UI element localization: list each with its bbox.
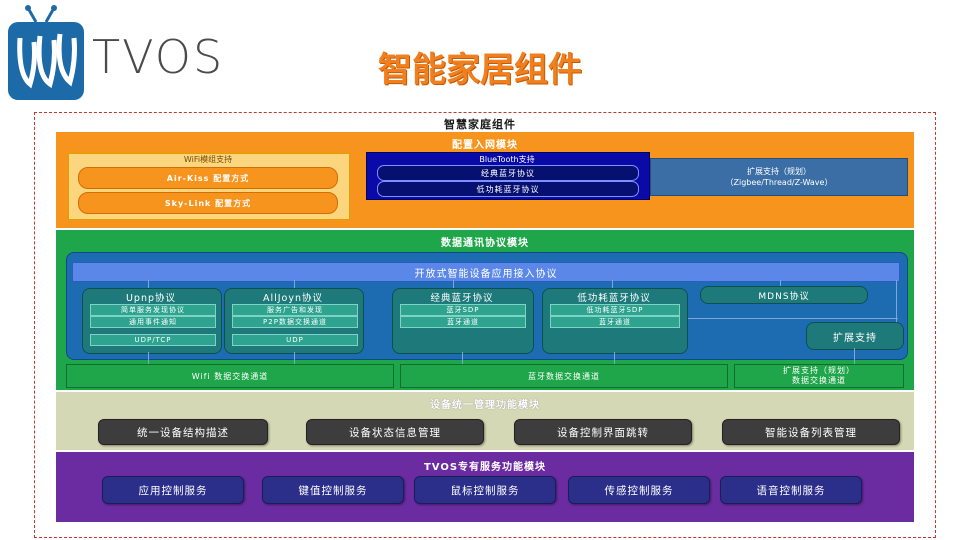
data-protocol-module-title: 数据通讯协议模块 <box>441 238 529 249</box>
service-app-control: 应用控制服务 <box>102 476 244 504</box>
connector <box>462 352 463 364</box>
open-protocol-bar: 开放式智能设备应用接入协议 <box>72 262 900 282</box>
connector <box>612 280 613 290</box>
slide-title: 智能家居组件 <box>378 50 582 90</box>
connector <box>896 280 897 350</box>
alljoyn-transport: UDP <box>232 334 358 346</box>
connector <box>780 280 781 286</box>
service-key-control: 键值控制服务 <box>262 476 404 504</box>
alljoyn-item: P2P数据交换通道 <box>232 316 358 328</box>
mgmt-item-jump: 设备控制界面跳转 <box>514 419 692 445</box>
outer-frame <box>34 112 936 538</box>
bt-data-channel: 蓝牙数据交换通道 <box>400 364 728 388</box>
connector <box>148 280 149 290</box>
wifi-module-title: WiFi模组支持 <box>183 155 233 164</box>
ext-data-channel: 扩展支持（规划） 数据交换通道 <box>734 364 904 388</box>
classic-bt-item: 蓝牙通道 <box>400 316 526 328</box>
classic-bluetooth-pill: 经典蓝牙协议 <box>377 165 639 181</box>
ble-pill: 低功耗蓝牙协议 <box>377 181 639 197</box>
connector <box>453 280 454 290</box>
mgmt-item-structure: 统一设备结构描述 <box>98 419 268 445</box>
ble-item: 蓝牙通道 <box>550 316 680 328</box>
device-management-title: 设备统一管理功能模块 <box>430 400 540 411</box>
service-mouse-control: 鼠标控制服务 <box>414 476 556 504</box>
alljoyn-protocol-title: AllJoyn协议 <box>262 293 324 304</box>
extension-support-box: 扩展支持（规划） （Zigbee/Thread/Z-Wave） <box>650 158 908 196</box>
connector <box>294 352 295 364</box>
tvos-logo-icon <box>6 4 86 100</box>
connector <box>148 352 149 364</box>
ble-item: 低功耗蓝牙SDP <box>550 304 680 316</box>
airkiss-config-pill: Air-Kiss 配置方式 <box>78 167 338 189</box>
alljoyn-item: 服务广告和发现 <box>232 304 358 316</box>
connector <box>294 280 295 290</box>
extension-line1: 扩展支持（规划） <box>747 167 811 176</box>
service-voice-control: 语音控制服务 <box>720 476 862 504</box>
classic-bt-protocol-title: 经典蓝牙协议 <box>430 293 494 304</box>
upnp-item: 简单服务发现协议 <box>90 304 216 316</box>
classic-bt-item: 蓝牙SDP <box>400 304 526 316</box>
ext-support-box: 扩展支持 <box>806 322 904 350</box>
network-module-title: 配置入网模块 <box>452 140 518 151</box>
bluetooth-module-title: BlueTooth支持 <box>479 155 535 164</box>
ble-protocol-title: 低功耗蓝牙协议 <box>577 293 651 304</box>
mgmt-item-list: 智能设备列表管理 <box>722 419 900 445</box>
connector <box>614 352 615 364</box>
upnp-protocol-title: Upnp协议 <box>125 293 177 304</box>
upnp-transport: UDP/TCP <box>90 334 216 346</box>
connector <box>688 318 898 319</box>
extension-line2: （Zigbee/Thread/Z-Wave） <box>725 178 833 187</box>
mdns-protocol-box: MDNS协议 <box>700 286 868 304</box>
wifi-data-channel: Wifi 数据交换通道 <box>66 364 394 388</box>
connector <box>854 348 855 364</box>
service-sensor-control: 传感控制服务 <box>568 476 710 504</box>
tvos-service-title: TVOS专有服务功能模块 <box>423 462 547 473</box>
skylink-config-pill: Sky-Link 配置方式 <box>78 192 338 214</box>
logo-text: TVOS <box>92 30 225 84</box>
mgmt-item-status: 设备状态信息管理 <box>306 419 484 445</box>
ext-channel-line1: 扩展支持（规划） <box>783 366 855 375</box>
upnp-item: 通用事件通知 <box>90 316 216 328</box>
ext-channel-line2: 数据交换通道 <box>792 376 846 385</box>
diagram-title: 智慧家庭组件 <box>444 118 516 131</box>
